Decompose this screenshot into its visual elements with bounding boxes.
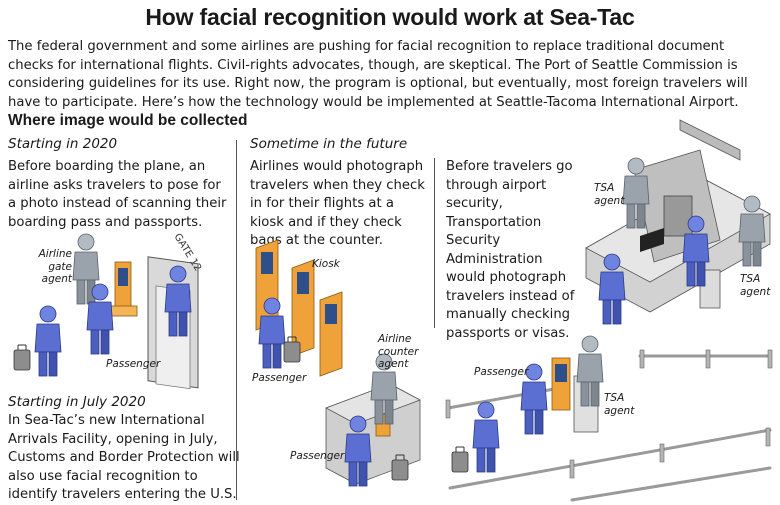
arrivals-section-body: In Sea-Tac’s new International Arrivals …	[8, 413, 240, 502]
label-passenger-gate: Passenger	[106, 358, 161, 370]
label-tsa-agent-1: TSA agent	[594, 182, 625, 207]
checkin-illustration	[255, 239, 421, 487]
intro-paragraph: The federal government and some airlines…	[8, 39, 748, 110]
column-divider-1	[236, 140, 237, 500]
security-section-body: Before travelers go through airport secu…	[446, 159, 575, 341]
arrivals-section-title: Starting in July 2020	[8, 394, 146, 410]
label-airline-gate-agent: Airline gate agent	[38, 248, 72, 285]
label-passenger-kiosk: Passenger	[252, 372, 307, 384]
label-airline-counter-agent: Airline counter agent	[378, 333, 419, 370]
label-kiosk: Kiosk	[312, 258, 340, 270]
gate-section-title: Starting in 2020	[8, 136, 118, 152]
label-passenger-tsa: Passenger	[474, 366, 529, 378]
label-passenger-counter: Passenger	[290, 450, 345, 462]
security-illustration	[585, 119, 771, 325]
queue-passenger-figure-2	[472, 401, 500, 473]
gate-section-body: Before boarding the plane, an airline as…	[8, 159, 227, 230]
column-divider-2	[434, 158, 435, 328]
queue-luggage-icon	[451, 446, 469, 473]
section-subhead: Where image would be collected	[8, 112, 248, 129]
queue-illustration	[445, 335, 773, 502]
page-title: How facial recognition would work at Sea…	[145, 4, 635, 30]
gate-illustration	[13, 233, 199, 390]
gate-passenger-figure-2	[34, 305, 62, 377]
checkin-section-body: Airlines would photograph travelers when…	[250, 159, 425, 248]
label-tsa-agent-3: TSA agent	[604, 392, 635, 417]
label-tsa-agent-2: TSA agent	[740, 273, 771, 298]
luggage-icon	[13, 344, 31, 371]
checkin-section-title: Sometime in the future	[250, 136, 408, 152]
